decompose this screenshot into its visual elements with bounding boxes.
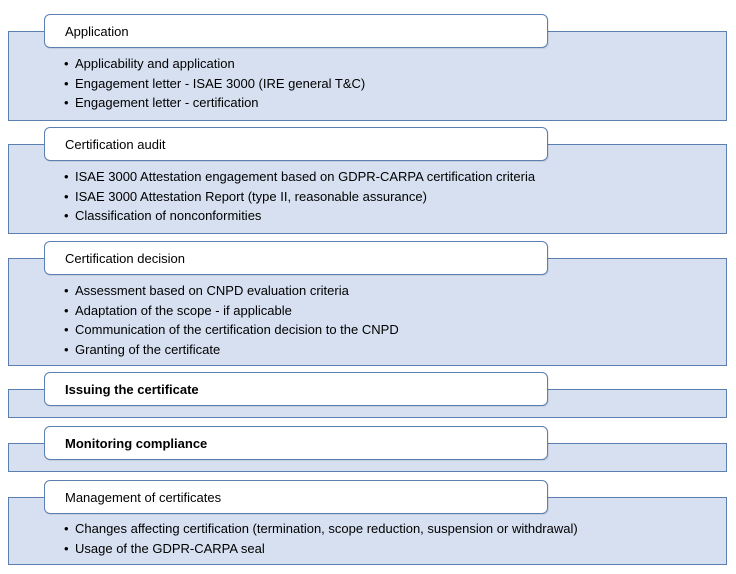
step-band-certification-decision (8, 258, 727, 366)
list-item: •Communication of the certification deci… (64, 320, 399, 340)
bullet-icon: • (64, 521, 69, 536)
step-items-certification-audit: •ISAE 3000 Attestation engagement based … (64, 167, 535, 226)
list-item: •Changes affecting certification (termin… (64, 519, 578, 539)
bullet-icon: • (64, 169, 69, 184)
list-item: •Classification of nonconformities (64, 206, 535, 226)
list-item: •ISAE 3000 Attestation engagement based … (64, 167, 535, 187)
list-item: •Applicability and application (64, 54, 365, 74)
bullet-icon: • (64, 283, 69, 298)
bullet-icon: • (64, 322, 69, 337)
bullet-icon: • (64, 302, 69, 318)
step-title-monitoring-compliance: Monitoring compliance (44, 426, 548, 460)
bullet-icon: • (64, 208, 69, 223)
bullet-icon: • (64, 56, 69, 71)
step-title-certification-audit: Certification audit (44, 127, 548, 161)
step-items-certification-decision: •Assessment based on CNPD evaluation cri… (64, 281, 399, 359)
step-title-application: Application (44, 14, 548, 48)
list-item: •Usage of the GDPR-CARPA seal (64, 539, 578, 559)
bullet-icon: • (64, 75, 69, 91)
list-item: •Adaptation of the scope - if applicable (64, 301, 399, 321)
bullet-icon: • (64, 188, 69, 204)
list-item: •Engagement letter - certification (64, 93, 365, 113)
bullet-icon: • (64, 95, 69, 110)
list-item: •Granting of the certificate (64, 340, 399, 360)
step-items-application: •Applicability and application •Engageme… (64, 54, 365, 113)
step-items-management-certificates: •Changes affecting certification (termin… (64, 519, 578, 558)
list-item: •Assessment based on CNPD evaluation cri… (64, 281, 399, 301)
list-item: •ISAE 3000 Attestation Report (type II, … (64, 187, 535, 207)
step-title-management-certificates: Management of certificates (44, 480, 548, 514)
step-title-issuing-certificate: Issuing the certificate (44, 372, 548, 406)
bullet-icon: • (64, 341, 69, 357)
bullet-icon: • (64, 540, 69, 556)
list-item: •Engagement letter - ISAE 3000 (IRE gene… (64, 74, 365, 94)
step-title-certification-decision: Certification decision (44, 241, 548, 275)
